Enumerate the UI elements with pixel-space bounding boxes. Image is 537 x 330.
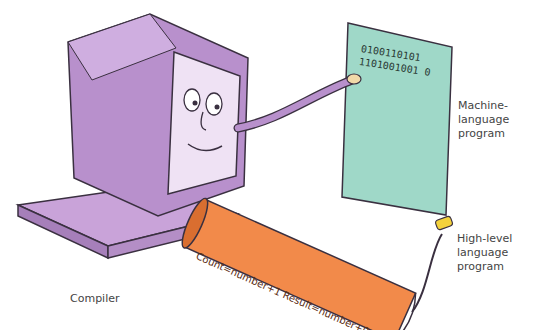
eye — [206, 93, 222, 115]
eye — [184, 89, 200, 111]
scroll-label: High-level language program — [457, 232, 537, 273]
monitor-screen — [168, 52, 240, 194]
sheet-outline — [342, 23, 452, 215]
pupil — [215, 105, 220, 110]
scroll-body — [184, 199, 415, 330]
mouth — [188, 144, 222, 151]
compiler-label: Compiler — [70, 292, 160, 305]
scroll-roll — [178, 196, 213, 251]
hand — [347, 74, 361, 84]
scroll-edge — [394, 293, 420, 330]
cable — [412, 234, 442, 312]
monitor-top — [68, 14, 176, 80]
nose — [201, 112, 206, 130]
monitor-body — [68, 14, 248, 216]
arm-outline — [238, 80, 352, 128]
scroll-outline — [178, 196, 421, 330]
arm — [238, 80, 352, 128]
source-code-scroll: Count=number+1 Result=number+0High-level… — [180, 212, 537, 328]
pupil — [193, 101, 198, 106]
computer-base-side — [18, 205, 108, 258]
sheet-label: Machine-language program — [458, 99, 536, 140]
plug — [435, 216, 453, 231]
machine-code-sheet: 0100110101 1101001001 0Machine-language … — [340, 15, 537, 220]
